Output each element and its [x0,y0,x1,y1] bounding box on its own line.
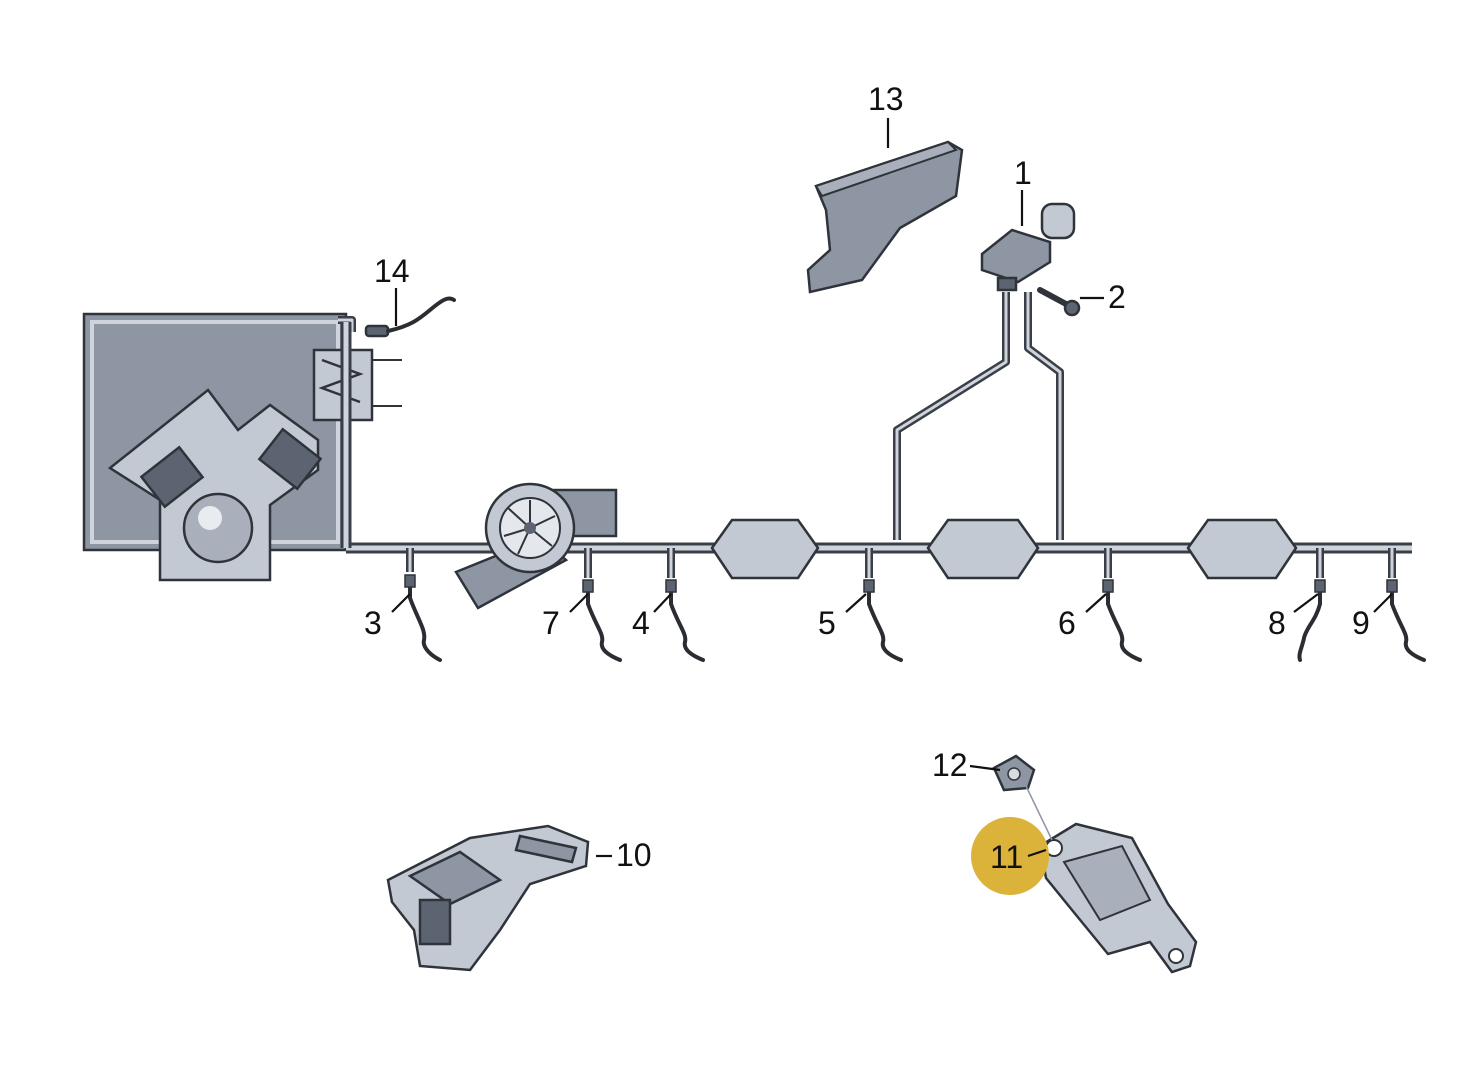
bracket-11[interactable] [1038,822,1198,974]
crankshaft-icon [182,492,254,564]
turbocharger [454,482,618,610]
callout-10: 10 [616,837,652,873]
engine-v-block [107,388,320,582]
engine-housing [82,312,348,582]
callout-4: 4 [632,605,650,641]
leader-lines [391,118,1393,858]
sensor-14[interactable] [364,296,456,338]
callout-14: 14 [374,253,410,289]
callout-5: 5 [818,605,836,641]
heat-shield-13[interactable] [806,140,964,294]
catalytic-converter-1 [710,518,820,580]
pressure-lines [893,292,1064,540]
bracket-10[interactable] [386,824,590,972]
pressure-sensor-1[interactable] [980,202,1076,292]
callout-6: 6 [1058,605,1076,641]
callout-12: 12 [932,747,968,783]
callout-2: 2 [1108,279,1126,315]
callout-1: 1 [1014,155,1032,191]
catalytic-converter-2 [1186,518,1298,580]
callout-11[interactable]: 11 [990,839,1023,875]
sensor-cables [408,578,1426,662]
highlight-marker [971,817,1049,895]
bolt-2[interactable] [1037,287,1081,317]
particulate-filter [926,518,1040,580]
callout-9: 9 [1352,605,1370,641]
callout-13: 13 [868,81,904,117]
callout-3: 3 [364,605,382,641]
callout-7: 7 [542,605,560,641]
nut-12[interactable] [992,754,1053,841]
callout-8: 8 [1268,605,1286,641]
sensor-plugs [404,574,1398,593]
